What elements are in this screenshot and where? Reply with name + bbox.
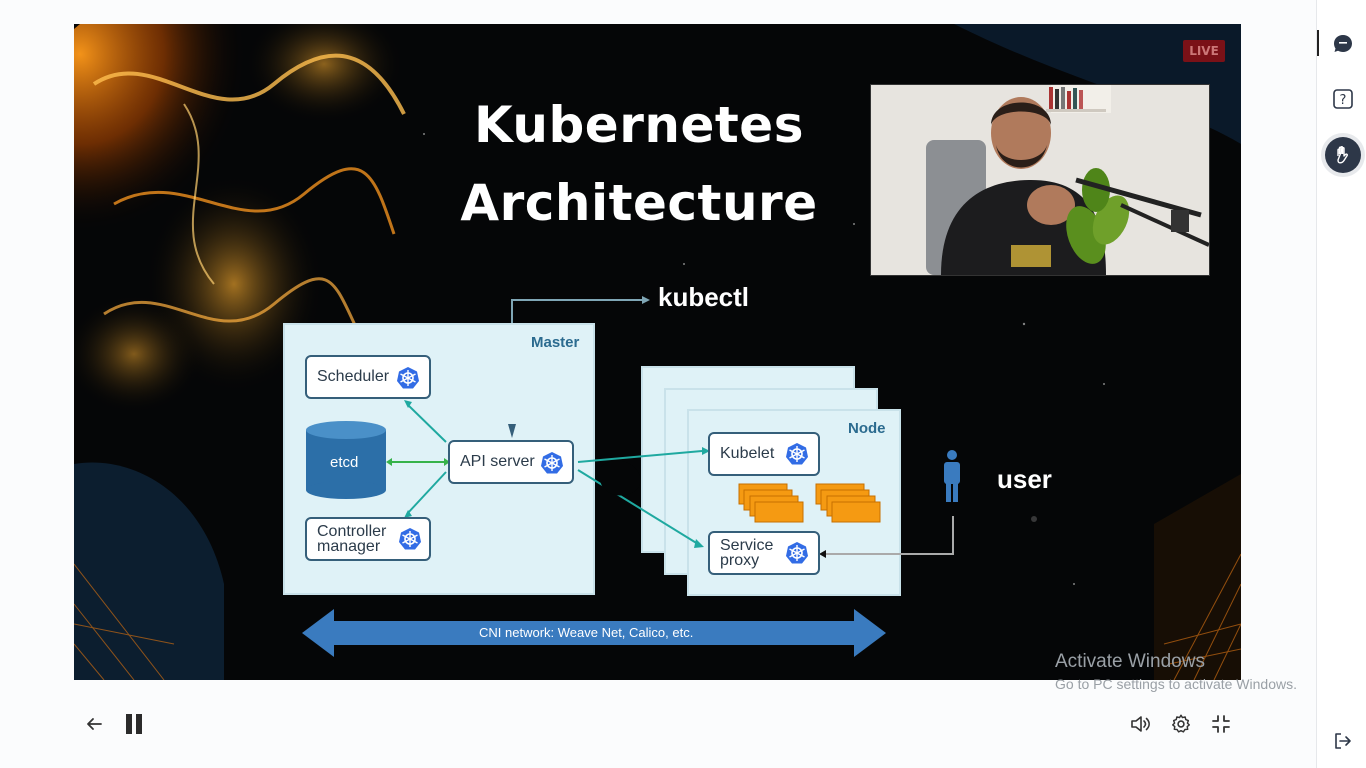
pod-stack-1 [738, 483, 804, 523]
service-proxy-line1: Service [720, 537, 774, 554]
api-proxy-arrow [577, 469, 699, 545]
video-player: LIVE Kubernetes Architecture [74, 24, 1297, 740]
raise-hand-button[interactable] [1325, 137, 1361, 173]
api-kubelet-arrow [577, 450, 703, 463]
kubernetes-icon [786, 542, 808, 564]
controller-manager-line1: Controller [317, 523, 387, 540]
activate-windows-subtitle: Go to PC settings to activate Windows. [1055, 676, 1297, 692]
volume-icon [1131, 716, 1150, 732]
user-label: user [997, 464, 1052, 494]
chat-button[interactable] [1326, 27, 1360, 61]
chat-icon [1334, 35, 1352, 52]
minimize-icon [1212, 715, 1230, 733]
cni-network-label: CNI network: Weave Net, Calico, etc. [479, 625, 694, 640]
kubelet-label: Kubelet [720, 445, 775, 462]
presenter-webcam [870, 84, 1210, 276]
right-sidebar: ? [1316, 0, 1366, 768]
controller-manager-line2: manager [317, 538, 381, 555]
api-server-label: API server [460, 453, 535, 470]
leave-button[interactable] [1326, 724, 1360, 758]
arrow-left-icon [87, 718, 102, 730]
question-icon: ? [1333, 89, 1353, 109]
bookshelf [1046, 87, 1106, 112]
user-figure [944, 450, 960, 502]
help-button[interactable]: ? [1326, 82, 1360, 116]
pod-stack-2 [815, 483, 881, 523]
presenter-image [871, 85, 1209, 275]
slide-title-line1: Kubernetes [474, 96, 804, 154]
kubernetes-icon [786, 443, 808, 465]
kubectl-arrowhead [642, 296, 650, 304]
cursor-blob [596, 460, 641, 496]
architecture-diagram [283, 296, 960, 657]
slide-title-line2: Architecture [460, 174, 818, 232]
hand-raise-icon [1337, 146, 1348, 164]
node-label: Node [848, 420, 886, 437]
slide-title: Kubernetes Architecture [404, 86, 874, 242]
back-button[interactable] [80, 710, 108, 738]
exit-fullscreen-button[interactable] [1207, 710, 1235, 738]
settings-button[interactable] [1167, 710, 1195, 738]
plant [1066, 168, 1130, 264]
activate-windows-watermark: Activate Windows Go to PC settings to ac… [1055, 650, 1297, 694]
active-indicator [1317, 30, 1319, 56]
master-arrows [406, 403, 447, 515]
pause-button[interactable] [118, 708, 150, 740]
kubectl-label: kubectl [658, 282, 750, 312]
gear-icon [1172, 714, 1190, 733]
live-badge: LIVE [1183, 40, 1225, 62]
video-frame[interactable]: LIVE Kubernetes Architecture [74, 24, 1241, 680]
cni-network-arrow [302, 609, 886, 657]
etcd-label: etcd [330, 454, 359, 471]
svg-text:?: ? [1340, 93, 1347, 108]
kubernetes-icon [397, 367, 419, 389]
etcd-cylinder [306, 421, 386, 499]
scheduler-label: Scheduler [317, 368, 390, 385]
kubernetes-icon [399, 528, 421, 550]
user-proxy-connector [826, 516, 954, 555]
activate-windows-title: Activate Windows [1055, 651, 1205, 672]
kubernetes-icon [541, 452, 563, 474]
exit-icon [1335, 733, 1351, 749]
pause-icon [126, 714, 142, 734]
master-label: Master [531, 334, 580, 351]
service-proxy-line2: proxy [720, 552, 760, 569]
kubectl-api-arrowhead [508, 424, 516, 438]
volume-button[interactable] [1126, 710, 1154, 738]
